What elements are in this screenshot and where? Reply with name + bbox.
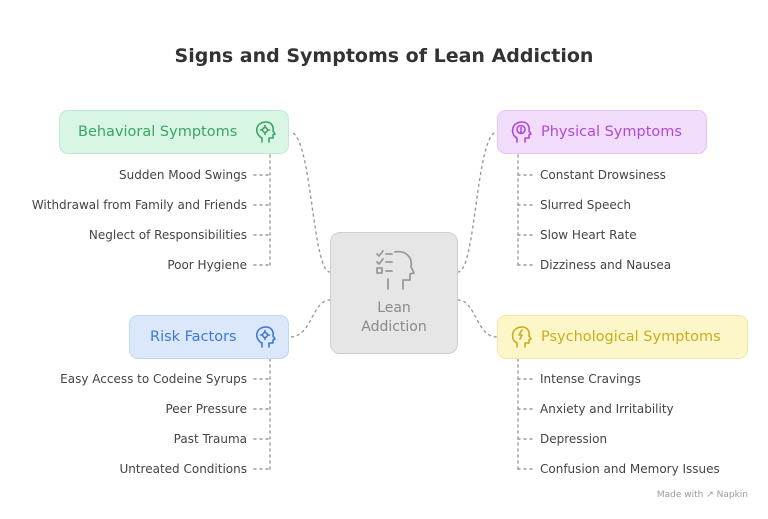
head-bolt-icon xyxy=(511,326,532,348)
list-item: Constant Drowsiness xyxy=(540,168,666,182)
list-item: Dizziness and Nausea xyxy=(540,258,672,272)
category-label: Psychological Symptoms xyxy=(541,329,721,345)
head-alert-icon xyxy=(511,121,532,143)
center-label: Lean Addiction xyxy=(331,299,457,337)
category-label: Risk Factors xyxy=(150,329,237,345)
list-item: Anxiety and Irritability xyxy=(540,402,674,416)
category-label: Physical Symptoms xyxy=(541,124,682,140)
center-label-line1: Lean xyxy=(377,300,411,316)
category-psychological-symptoms: Psychological Symptoms xyxy=(497,315,748,359)
list-item: Neglect of Responsibilities xyxy=(88,228,247,242)
list-item: Slow Heart Rate xyxy=(540,228,637,242)
head-checklist-icon xyxy=(376,250,415,290)
brain-gear-icon xyxy=(255,121,276,143)
category-risk-factors: Risk Factors xyxy=(129,315,289,359)
list-item: Slurred Speech xyxy=(540,198,631,212)
center-label-line2: Addiction xyxy=(361,319,427,335)
diagram-title: Signs and Symptoms of Lean Addiction xyxy=(174,45,594,67)
list-item: Poor Hygiene xyxy=(167,258,247,272)
category-physical-symptoms: Physical Symptoms xyxy=(497,110,707,154)
list-item: Confusion and Memory Issues xyxy=(540,462,720,476)
list-item: Easy Access to Codeine Syrups xyxy=(60,372,247,386)
brain-gear-icon xyxy=(255,326,276,348)
list-item: Intense Cravings xyxy=(540,372,641,386)
center-node: Lean Addiction xyxy=(330,232,458,354)
list-item: Depression xyxy=(540,432,608,446)
list-item: Withdrawal from Family and Friends xyxy=(31,198,247,212)
list-item: Sudden Mood Swings xyxy=(119,168,247,182)
category-label: Behavioral Symptoms xyxy=(78,124,238,140)
list-item: Untreated Conditions xyxy=(119,462,247,476)
footer-watermark: Made with ↗ Napkin xyxy=(656,490,748,500)
list-item: Past Trauma xyxy=(173,432,247,446)
list-item: Peer Pressure xyxy=(165,402,247,416)
category-behavioral-symptoms: Behavioral Symptoms xyxy=(59,110,289,154)
